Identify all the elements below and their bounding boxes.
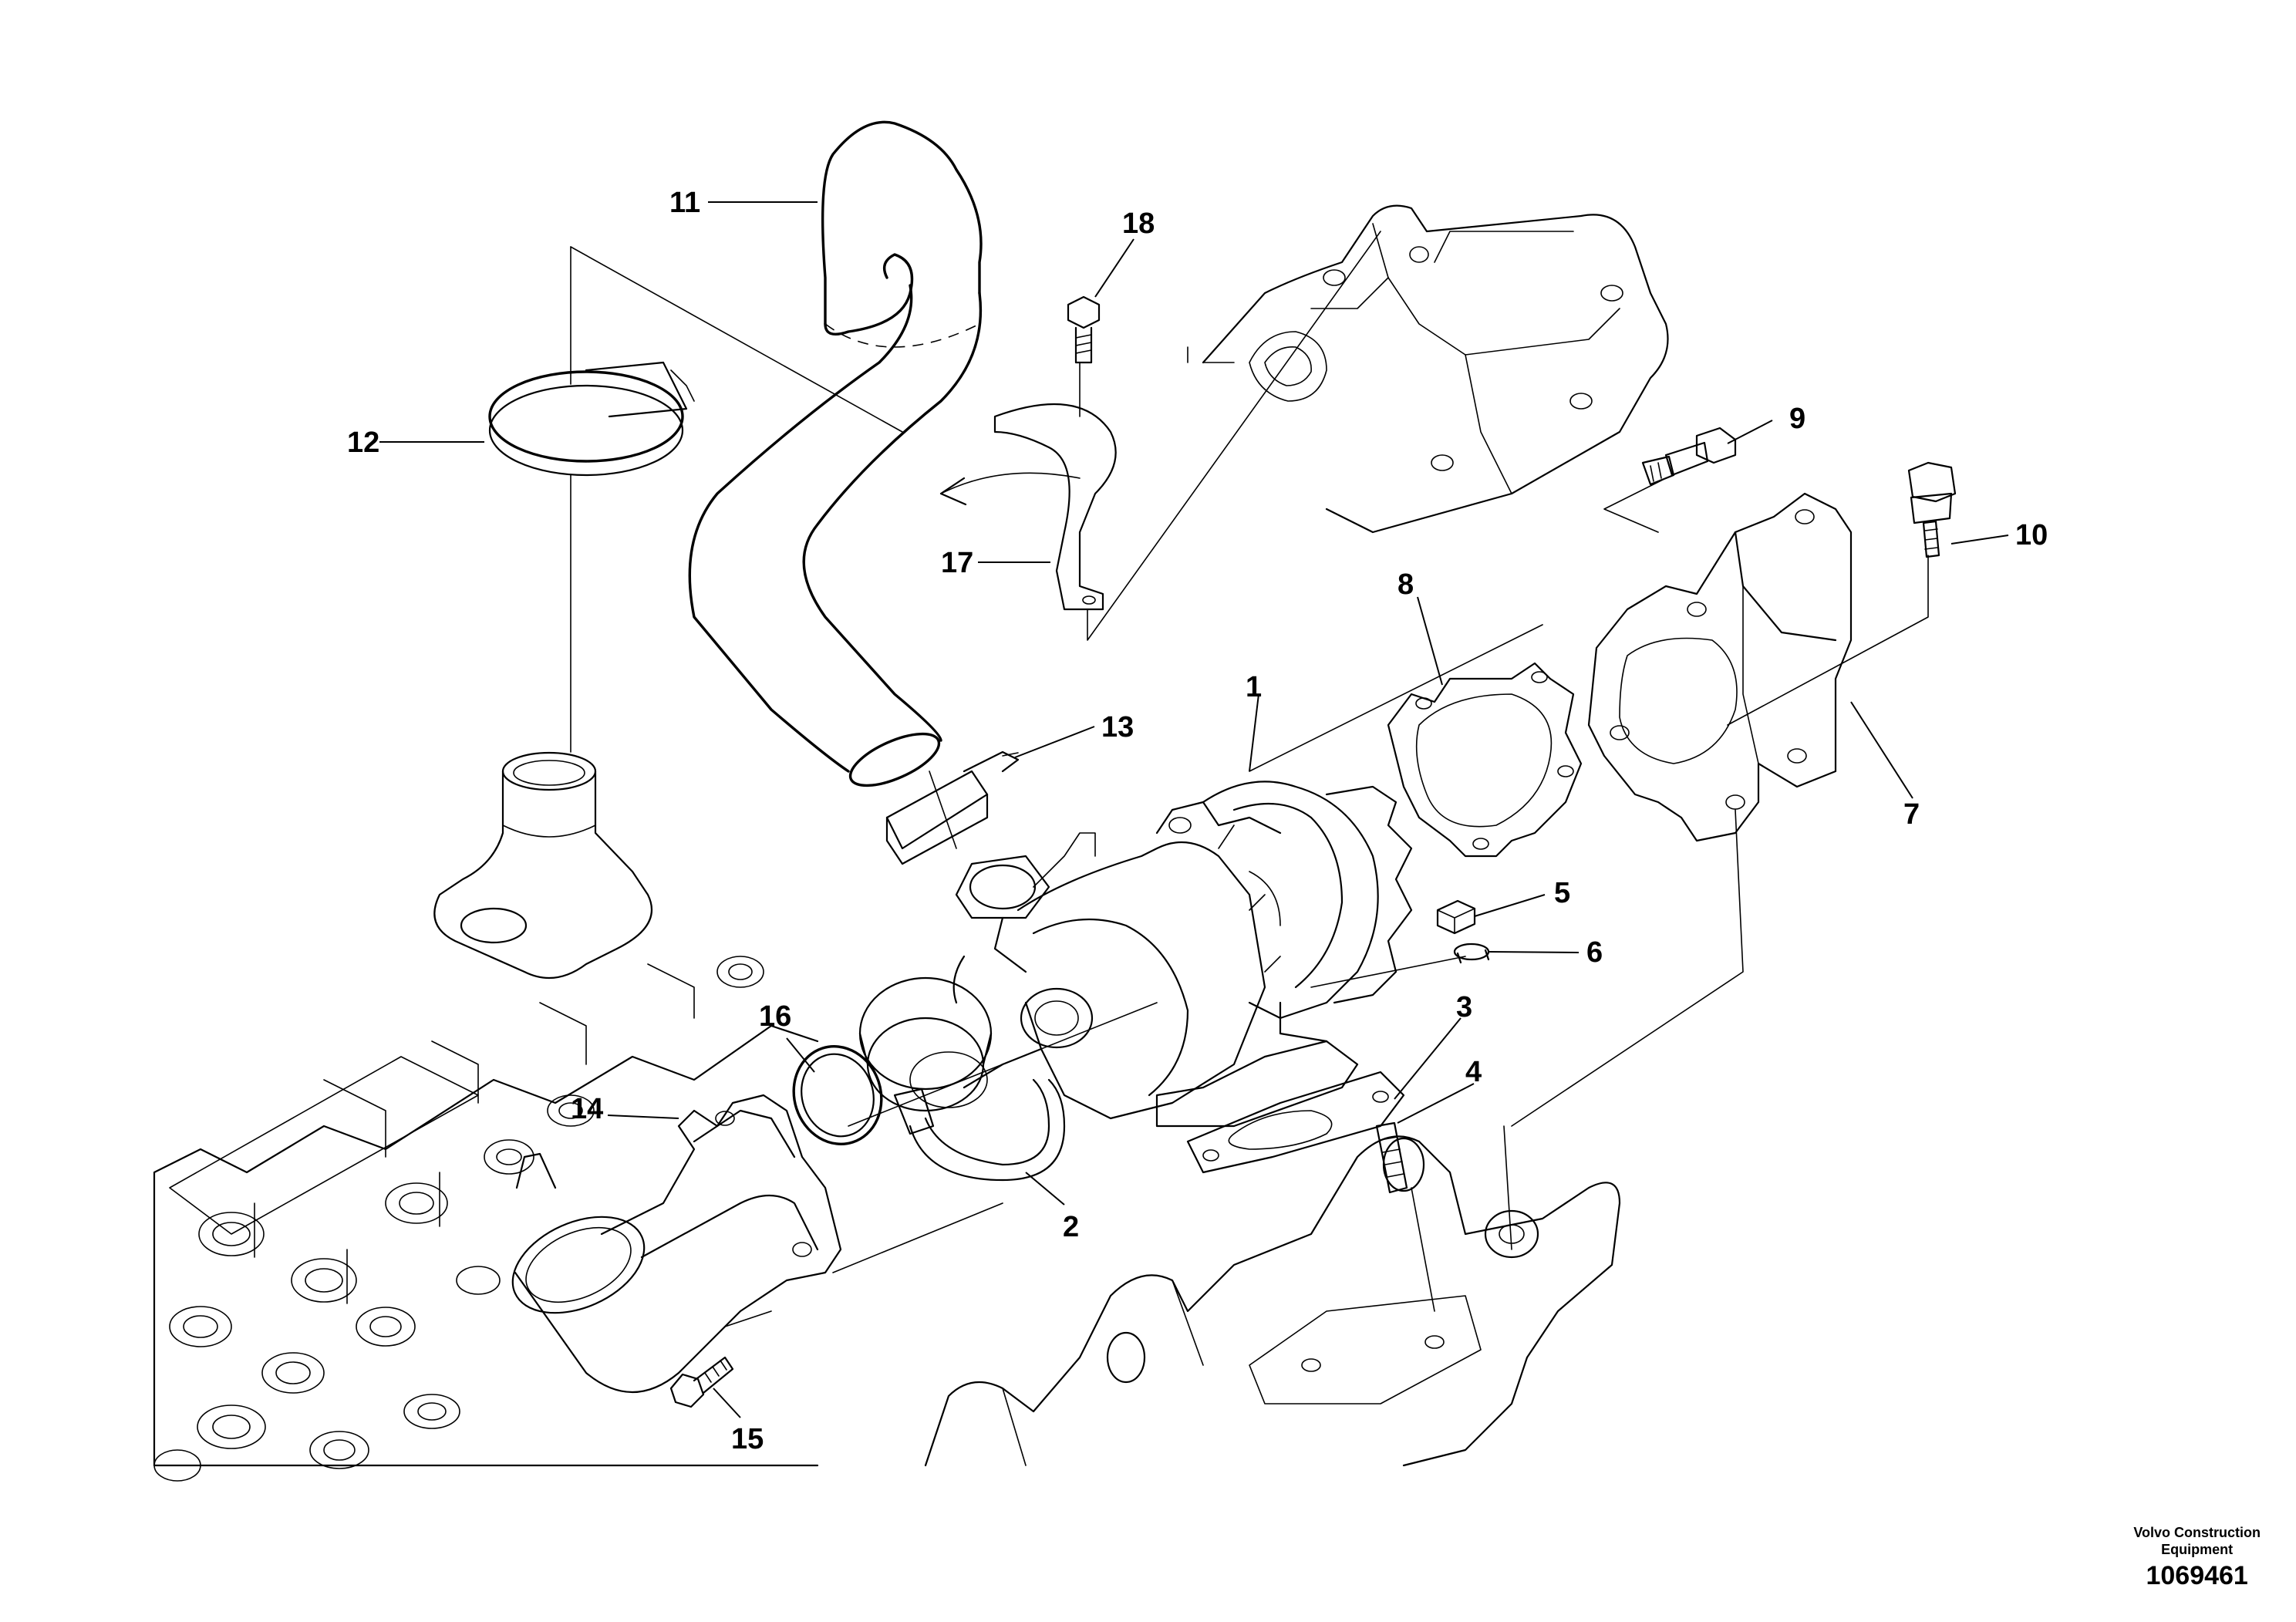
gasket-8	[1387, 662, 1583, 858]
exhaust-elbow-7	[1587, 492, 1853, 842]
callout-13: 13	[1101, 711, 1134, 744]
hose-clamp-13	[885, 750, 1020, 865]
inlet-elbow	[433, 751, 653, 980]
hose-2	[893, 955, 1066, 1182]
callout-18: 18	[1122, 207, 1155, 240]
gasket-3	[1186, 1071, 1405, 1174]
nut-5	[1436, 899, 1476, 935]
callout-7: 7	[1903, 798, 1920, 831]
stud-4	[1375, 1121, 1408, 1194]
callout-6: 6	[1586, 936, 1603, 969]
footer-brand-block: Volvo Construction Equipment 1069461	[2133, 1524, 2261, 1591]
callout-11: 11	[669, 187, 700, 219]
callout-1: 1	[1246, 671, 1262, 703]
valve-cover	[1187, 204, 1669, 534]
brand-line-2: Equipment	[2161, 1542, 2234, 1557]
document-number: 1069461	[2146, 1561, 2248, 1590]
screw-18	[1067, 295, 1101, 364]
callout-2: 2	[1063, 1211, 1079, 1243]
callout-5: 5	[1554, 877, 1570, 909]
callout-10: 10	[2015, 519, 2048, 551]
callout-12: 12	[347, 427, 379, 459]
air-hose	[688, 120, 1081, 787]
assembly-lines	[570, 231, 1929, 1327]
callout-3: 3	[1456, 991, 1472, 1023]
callouts: 11 18 12 9 10 17 8 1 13 7 5 6 3 16 4 14 …	[347, 187, 2048, 1455]
banjo-bolt-9	[1641, 427, 1737, 486]
callout-17: 17	[941, 547, 973, 579]
outlet-pipe-14	[511, 1094, 842, 1393]
engine-block	[153, 956, 819, 1482]
washer-6	[1453, 943, 1490, 964]
callout-15: 15	[731, 1423, 764, 1455]
o-ring-16	[792, 1045, 883, 1145]
callout-9: 9	[1789, 403, 1805, 435]
wastegate-actuator	[858, 976, 1043, 1112]
hose-clamp-12	[488, 361, 695, 477]
brand-line-1: Volvo Construction	[2133, 1525, 2261, 1540]
support-bracket-17	[993, 403, 1117, 611]
screw-15	[669, 1356, 734, 1408]
exhaust-manifold	[924, 1135, 1621, 1467]
callout-16: 16	[759, 1000, 791, 1033]
screw-10	[1907, 461, 1957, 558]
turbocharger-1	[955, 781, 1413, 1128]
callout-4: 4	[1465, 1056, 1482, 1088]
callout-14: 14	[571, 1093, 603, 1125]
callout-8: 8	[1397, 568, 1414, 601]
leader-lines	[379, 201, 2009, 1418]
